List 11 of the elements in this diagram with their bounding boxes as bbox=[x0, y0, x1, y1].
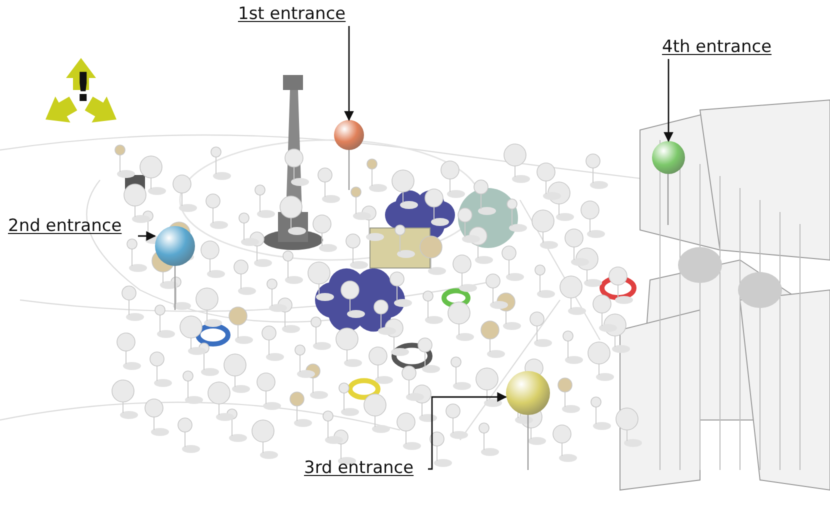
entrance-label: 4th entrance bbox=[662, 37, 786, 59]
arrow bbox=[664, 59, 674, 142]
sphere-marker bbox=[155, 226, 195, 266]
arrow bbox=[344, 26, 354, 121]
arrow bbox=[138, 231, 156, 241]
sphere-marker bbox=[506, 371, 550, 415]
entrance-label: 3rd entrance bbox=[304, 458, 428, 480]
entrance-label: 1st entrance bbox=[238, 4, 358, 26]
arrow bbox=[428, 392, 507, 470]
sphere-marker bbox=[334, 120, 364, 150]
entrance-label: 2nd entrance bbox=[8, 216, 138, 238]
